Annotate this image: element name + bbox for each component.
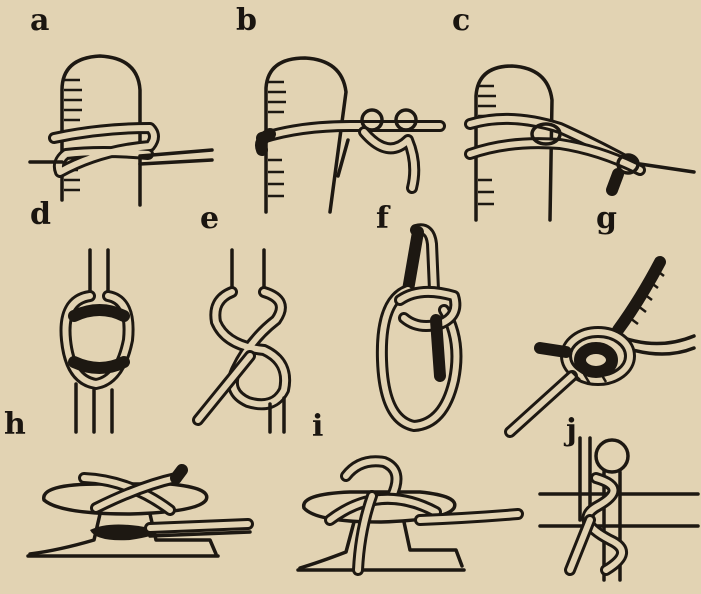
figure-i-cleat-figure-eight xyxy=(298,461,518,570)
figure-e-figure-eight xyxy=(198,250,285,432)
figure-b-post-seizing xyxy=(261,58,440,212)
figure-d-reef-knot xyxy=(66,250,129,432)
figure-a-post-hitch xyxy=(30,56,212,205)
figure-h-cleat-hitch xyxy=(28,470,250,556)
figure-c-post-chain xyxy=(470,66,694,220)
figure-j-bollard xyxy=(540,438,698,580)
figure-f-bowline xyxy=(382,229,457,426)
figure-g-rope-hitch xyxy=(510,262,694,432)
